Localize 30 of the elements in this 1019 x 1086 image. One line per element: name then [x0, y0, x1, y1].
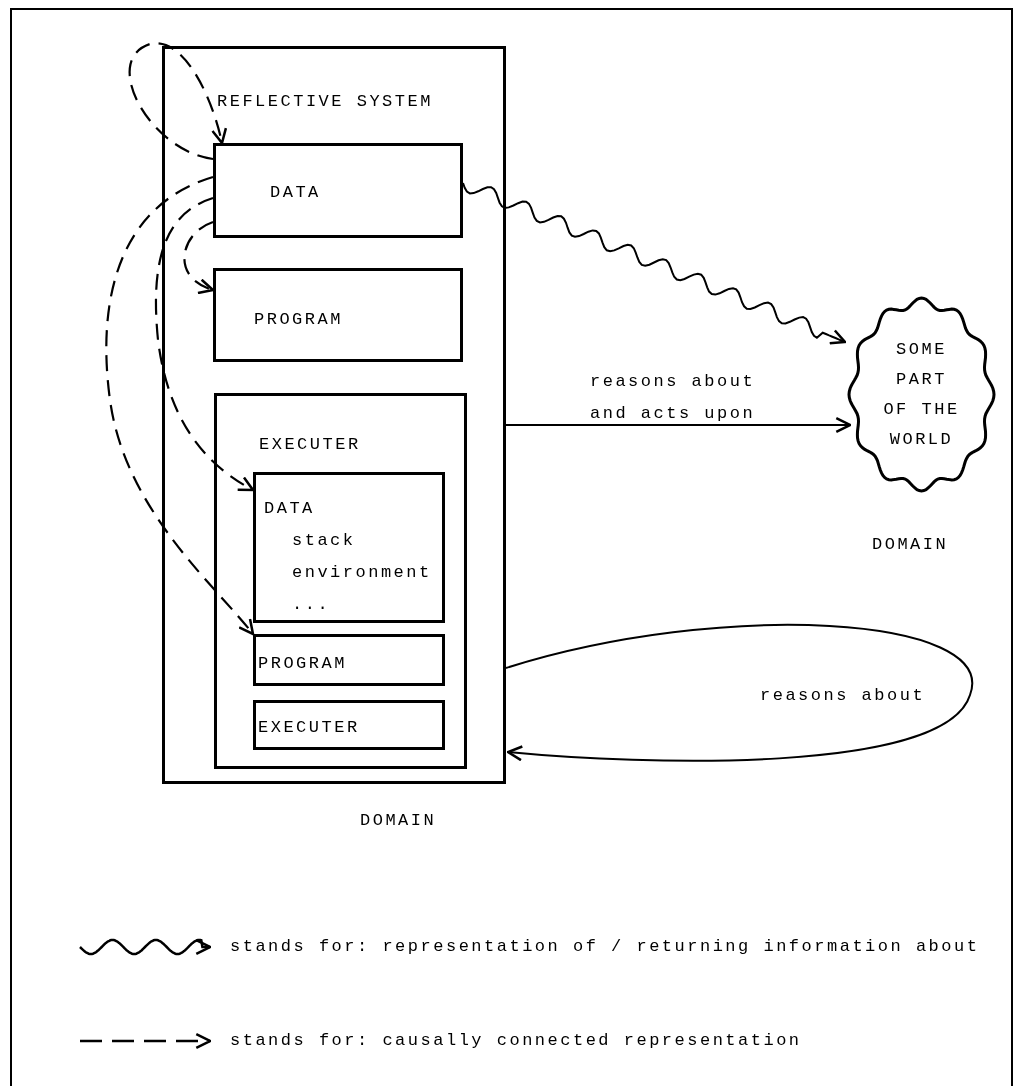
caption-text: DOMAIN — [872, 534, 949, 556]
process-box — [214, 393, 467, 769]
list-item: ... — [291, 594, 332, 616]
process-box — [253, 634, 445, 686]
legend-text: stands for: representation of / returning information about — [230, 936, 980, 959]
box-title: DATA — [270, 182, 321, 204]
box-title: PROGRAM — [254, 309, 343, 331]
arrow — [505, 623, 973, 762]
process-box — [162, 46, 506, 784]
caption-text: DOMAIN — [360, 810, 437, 832]
dashed-arrow — [154, 196, 255, 492]
dashed-arrow — [128, 42, 227, 161]
box-title: EXECUTER — [259, 434, 361, 456]
list-item: stack — [291, 530, 357, 552]
box-title: PROGRAM — [258, 653, 347, 675]
edge-label: reasons about — [760, 685, 927, 707]
legend-text: stands for: causally connected representation — [230, 1030, 802, 1053]
list-item: environment — [291, 562, 432, 584]
box-title: DATA — [264, 498, 316, 520]
box-title: EXECUTER — [258, 717, 360, 739]
process-box — [213, 143, 463, 238]
edge-label: reasons about and acts upon — [590, 371, 757, 425]
process-box — [253, 700, 445, 750]
wavy-arrow — [462, 182, 847, 345]
arrow — [505, 416, 852, 434]
dashed-arrow — [105, 175, 255, 636]
process-box — [213, 268, 463, 362]
dashed-arrow — [183, 221, 215, 293]
box-title: REFLECTIVE SYSTEM — [217, 91, 433, 113]
process-box — [253, 472, 445, 623]
